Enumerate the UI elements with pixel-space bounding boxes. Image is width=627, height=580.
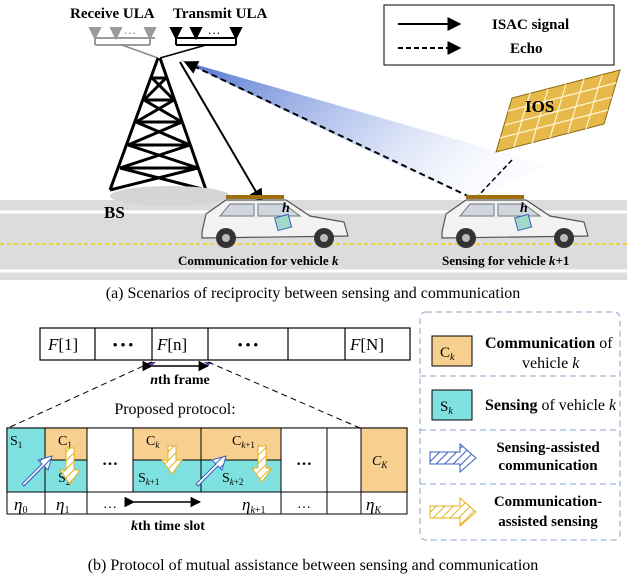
frame-dots-1: • • • [113, 337, 134, 352]
zoom-line-left [7, 361, 153, 429]
comm-vehicle-label: Communication for vehicle k [178, 253, 339, 268]
transmit-ula [169, 27, 243, 46]
legend-sense-swatch [431, 389, 473, 421]
legend-cas-line2: assisted sensing [498, 514, 598, 530]
legend-sense-symbol: Sk [440, 399, 453, 417]
eta-dots: … [297, 497, 311, 512]
ios-link [477, 159, 513, 197]
protocol-legend [419, 311, 621, 541]
scenario-panel: … … Receive ULA Transmit ULA [0, 4, 627, 302]
legend-isac-label: ISAC signal [492, 17, 569, 33]
sac-arrow-2-icon [195, 455, 227, 487]
bs-label: BS [104, 203, 125, 222]
legend-sense-text: Sensing of vehicle k [485, 397, 617, 414]
frame-row [39, 327, 411, 361]
frame-n: F[n] [156, 335, 187, 354]
legend-echo-label: Echo [510, 41, 543, 57]
legend-comm-line2: vehicle k [522, 355, 580, 372]
vehicle-k-icon [201, 195, 349, 248]
eta-row [6, 491, 408, 515]
slot-cK: CK [372, 454, 388, 470]
legend-sac-line1: Sensing-assisted [496, 440, 600, 456]
slot-sk2: Sk+2 [222, 471, 243, 487]
receive-ula [88, 27, 157, 46]
sensing-beam [180, 60, 545, 200]
transmit-dots: … [208, 22, 221, 37]
sense-vehicle-label: Sensing for vehicle k+1 [442, 253, 569, 268]
legend-comm-line1: Communication of [485, 335, 613, 352]
bs-tower-icon [108, 57, 208, 192]
vehicle-k1-icon [441, 195, 589, 248]
tower-shadow [110, 186, 230, 206]
slot-dots-2: … [296, 452, 312, 469]
receive-ula-label: Receive ULA [70, 6, 155, 22]
protocol-title: Proposed protocol: [114, 401, 235, 418]
h-label-k1: h [520, 201, 528, 216]
slot-ck: Ck [146, 434, 160, 450]
slot-s1: S1 [10, 434, 22, 450]
feed-line-2 [159, 44, 207, 59]
legend-cas-arrow-icon [429, 496, 477, 528]
ios-label: IOS [525, 97, 554, 116]
slot-sk1: Sk+1 [138, 471, 159, 487]
slot-c1: C1 [58, 434, 72, 450]
frame-1: F[1] [47, 335, 78, 354]
caption-b: (b) Protocol of mutual assistance betwee… [88, 557, 539, 574]
ios-panel-icon [495, 69, 621, 153]
signal-legend [383, 4, 615, 66]
legend-sac-arrow-icon [429, 442, 477, 474]
frame-dots-2: • • • [238, 337, 259, 352]
sac-arrow-1-icon [21, 455, 53, 487]
slot-dots-1: … [102, 452, 118, 469]
caption-a: (a) Scenarios of reciprocity between sen… [106, 285, 521, 302]
eta-dots-1: … [103, 497, 117, 512]
legend-cas-line1: Communication- [494, 494, 602, 510]
cas-arrow-3-icon [251, 445, 273, 483]
isac-signal-arrow [179, 61, 263, 204]
receive-dots: … [124, 22, 137, 37]
h-label-k: h [282, 201, 290, 216]
cas-arrow-2-icon [161, 445, 183, 475]
legend-sac-line2: communication [498, 458, 598, 474]
nth-frame-label: nth frame [150, 373, 210, 388]
legend-comm-symbol: Ck [440, 345, 455, 363]
echo-arrow [183, 61, 471, 198]
zoom-line-right [207, 361, 361, 429]
legend-comm-swatch [431, 335, 473, 367]
protocol-panel: F[1] • • • F[n] • • • F[N] nth frame Pro… [6, 311, 621, 574]
transmit-ula-label: Transmit ULA [173, 6, 267, 22]
cas-arrow-1-icon [59, 447, 81, 485]
kth-slot-label: kth time slot [131, 519, 205, 534]
frame-N: F[N] [349, 335, 384, 354]
slot-ck1: Ck+1 [232, 434, 255, 450]
feed-line [121, 44, 159, 59]
